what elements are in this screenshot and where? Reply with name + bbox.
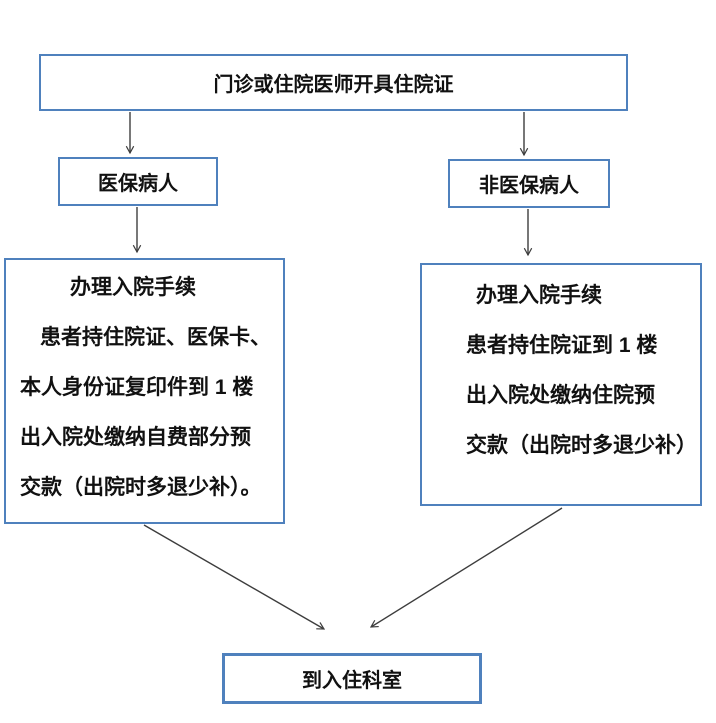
flow-node-insured-patient: 医保病人 [58, 157, 218, 206]
uninsured-process-line: 交款（出院时多退少补） [466, 434, 697, 457]
arrow-uninsured-process-to-end [369, 507, 563, 628]
flow-node-insured-label: 医保病人 [98, 173, 178, 195]
insured-process-line: 本人身份证复印件到 1 楼 [20, 376, 254, 399]
uninsured-process-line: 患者持住院证到 1 楼 [466, 334, 658, 357]
flow-node-uninsured-patient: 非医保病人 [448, 159, 610, 208]
flow-node-end-label: 到入住科室 [302, 670, 402, 692]
insured-process-line: 患者持住院证、医保卡、 [40, 326, 271, 349]
flow-node-uninsured-process: 办理入院手续 患者持住院证到 1 楼 出入院处缴纳住院预 交款（出院时多退少补） [420, 263, 702, 506]
flow-node-insured-process: 办理入院手续 患者持住院证、医保卡、 本人身份证复印件到 1 楼 出入院处缴纳自… [4, 258, 285, 524]
flow-node-end: 到入住科室 [222, 653, 482, 704]
flow-node-uninsured-label: 非医保病人 [479, 175, 579, 197]
arrow-insured-process-to-end [143, 524, 326, 630]
insured-process-line: 出入院处缴纳自费部分预 [20, 426, 251, 449]
insured-process-title: 办理入院手续 [70, 276, 196, 299]
insured-process-line: 交款（出院时多退少补）。 [20, 476, 262, 499]
uninsured-process-title: 办理入院手续 [476, 284, 602, 307]
flow-node-start-label: 门诊或住院医师开具住院证 [213, 74, 454, 96]
uninsured-process-line: 出入院处缴纳住院预 [466, 384, 655, 407]
flow-node-start: 门诊或住院医师开具住院证 [39, 54, 628, 111]
